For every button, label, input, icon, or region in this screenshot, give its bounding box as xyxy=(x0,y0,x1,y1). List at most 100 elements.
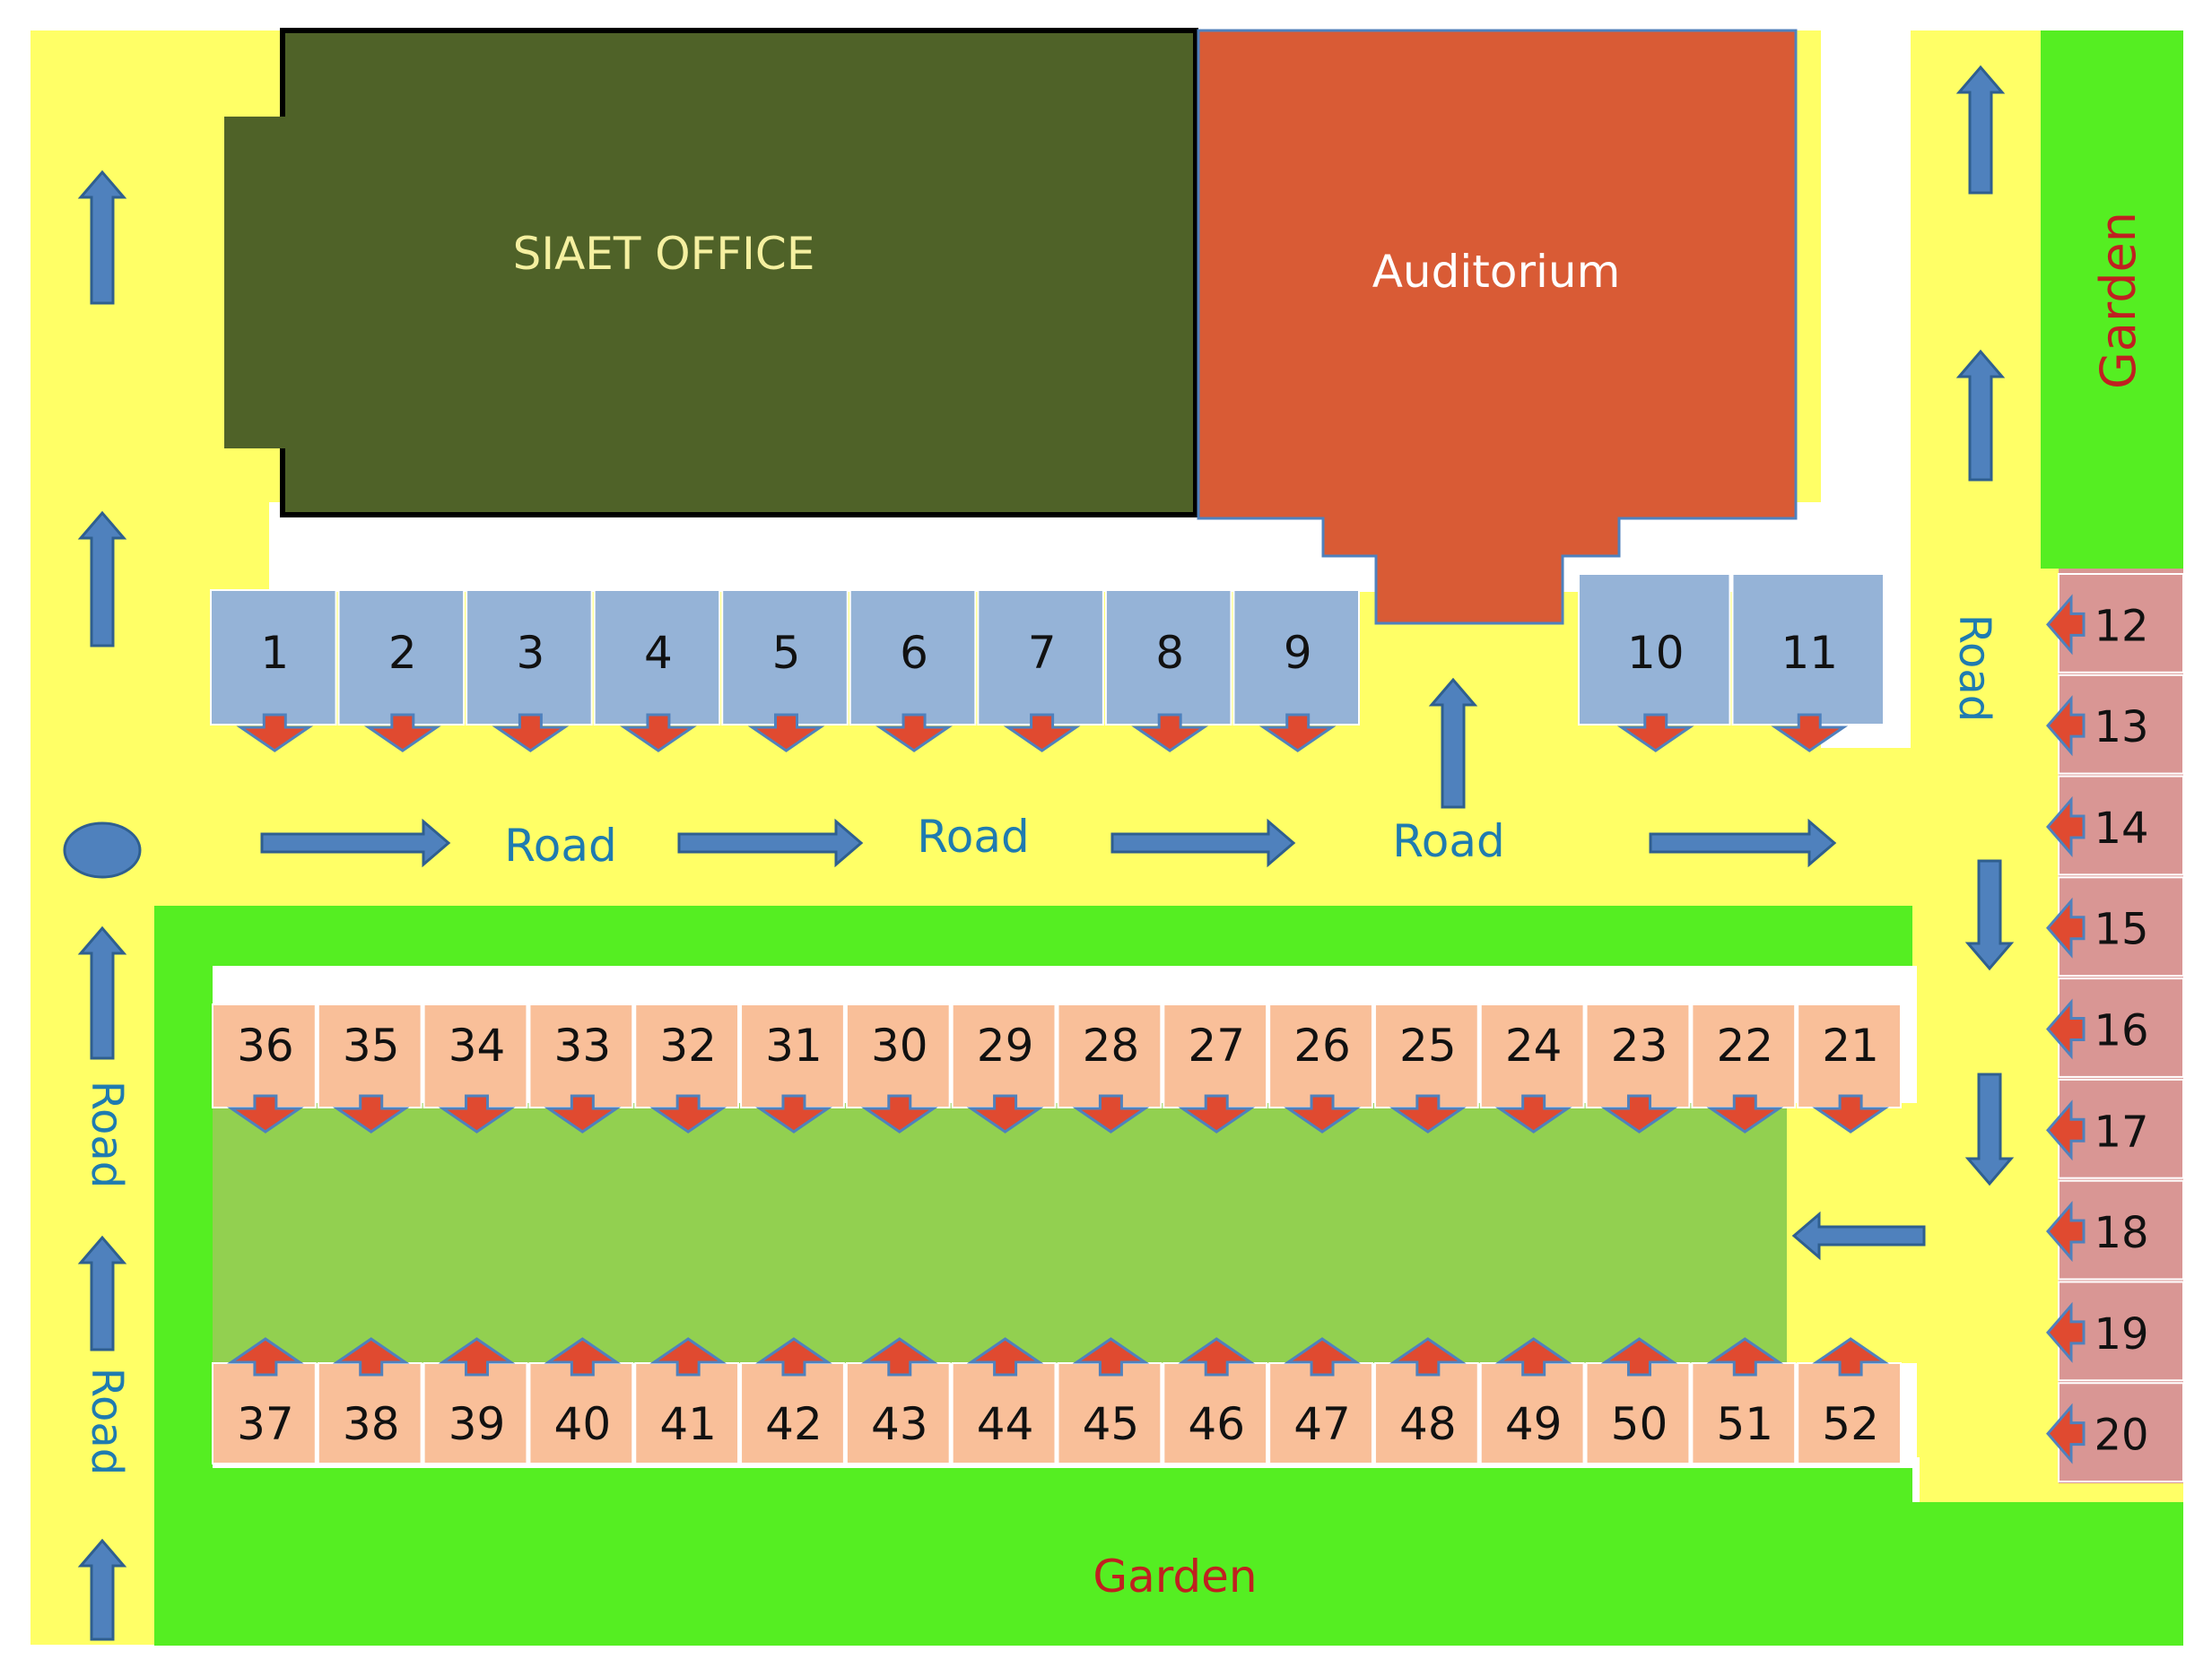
top-right-stall-10[interactable] xyxy=(1578,573,1731,726)
garden-label-right: Garden xyxy=(2090,212,2147,389)
stall-number: 35 xyxy=(343,1020,400,1072)
top-stall-9[interactable] xyxy=(1232,589,1361,726)
stall-number: 12 xyxy=(2094,601,2148,651)
stall-entrance-arrow-icon xyxy=(2046,795,2086,857)
stall-number: 50 xyxy=(1611,1398,1668,1450)
road-direction-arrows xyxy=(77,65,2015,1641)
stall-entrance-arrow-icon xyxy=(1616,713,1694,752)
stall-entrance-arrow-icon xyxy=(2046,1403,2086,1464)
stall-entrance-arrow-icon xyxy=(875,713,953,752)
bottom-stall-52[interactable] xyxy=(1797,1362,1902,1464)
middle-stall-36[interactable] xyxy=(212,1004,317,1108)
bottom-stall-37[interactable] xyxy=(212,1362,317,1464)
stall-entrance-arrow-icon xyxy=(755,1337,832,1377)
stall-number: 11 xyxy=(1781,627,1838,679)
stall-entrance-arrow-icon xyxy=(966,1094,1044,1134)
up-arrow-icon xyxy=(77,1235,127,1351)
stall-entrance-arrow-icon xyxy=(227,1094,304,1134)
top-stall-5[interactable] xyxy=(721,589,849,726)
bottom-stall-48[interactable] xyxy=(1373,1362,1479,1464)
stall-number: 21 xyxy=(1822,1020,1879,1072)
stall-number: 46 xyxy=(1188,1398,1245,1450)
top-stall-6[interactable] xyxy=(849,589,977,726)
stall-number: 38 xyxy=(343,1398,400,1450)
stall-entrance-arrow-icon xyxy=(2046,897,2086,959)
stall-entrance-arrow-icon xyxy=(2046,1201,2086,1263)
bottom-stall-40[interactable] xyxy=(528,1362,634,1464)
stall-entrance-arrow-icon xyxy=(1178,1094,1256,1134)
up-arrow-icon xyxy=(1428,677,1478,809)
stall-number: 5 xyxy=(772,627,801,679)
bottom-stall-50[interactable] xyxy=(1585,1362,1691,1464)
auditorium-label: Auditorium xyxy=(1372,246,1621,298)
top-stall-3[interactable] xyxy=(466,589,593,726)
bottom-stall-41[interactable] xyxy=(634,1362,740,1464)
middle-stall-29[interactable] xyxy=(951,1004,1057,1108)
stall-number: 52 xyxy=(1822,1398,1879,1450)
garden-right xyxy=(2041,30,2183,569)
top-stall-8[interactable] xyxy=(1104,589,1232,726)
stall-entrance-arrow-icon xyxy=(1600,1337,1678,1377)
stall-entrance-arrow-icon xyxy=(1178,1337,1256,1377)
stall-number: 25 xyxy=(1399,1020,1457,1072)
stall-entrance-arrow-icon xyxy=(227,1337,304,1377)
stall-entrance-arrow-icon xyxy=(1284,1094,1361,1134)
top-right-stall-11[interactable] xyxy=(1731,573,1885,726)
stall-entrance-arrow-icon xyxy=(649,1094,727,1134)
stall-number: 24 xyxy=(1505,1020,1563,1072)
stall-number: 39 xyxy=(448,1398,506,1450)
stall-entrance-arrow-icon xyxy=(1389,1337,1467,1377)
stall-number: 43 xyxy=(871,1398,928,1450)
stall-entrance-arrow-icon xyxy=(2046,594,2086,656)
bottom-stall-43[interactable] xyxy=(845,1362,951,1464)
bottom-stall-42[interactable] xyxy=(740,1362,845,1464)
middle-stall-30[interactable] xyxy=(845,1004,951,1108)
inner-lawn xyxy=(213,1103,1787,1363)
stall-number: 36 xyxy=(237,1020,294,1072)
middle-stall-22[interactable] xyxy=(1691,1004,1797,1108)
bottom-stall-39[interactable] xyxy=(422,1362,528,1464)
stall-number: 42 xyxy=(765,1398,823,1450)
road-label-1: Road xyxy=(504,820,616,872)
stall-number: 10 xyxy=(1627,627,1685,679)
bottom-stall-47[interactable] xyxy=(1268,1362,1373,1464)
stall-number: 37 xyxy=(237,1398,294,1450)
garden-bottom-strip xyxy=(154,1502,2183,1646)
middle-stall-27[interactable] xyxy=(1163,1004,1268,1108)
right-arrow-icon xyxy=(260,818,451,868)
stall-entrance-arrow-icon xyxy=(1072,1094,1150,1134)
stall-entrance-arrow-icon xyxy=(1494,1094,1572,1134)
stall-entrance-arrow-icon xyxy=(1706,1094,1784,1134)
stall-number: 26 xyxy=(1293,1020,1351,1072)
top-right-stall-row: 10 11 xyxy=(1578,573,1885,752)
bottom-stall-51[interactable] xyxy=(1691,1362,1797,1464)
middle-stall-21[interactable] xyxy=(1797,1004,1902,1108)
stall-number: 40 xyxy=(554,1398,612,1450)
middle-stall-31[interactable] xyxy=(740,1004,845,1108)
stall-number: 27 xyxy=(1188,1020,1245,1072)
stall-number: 6 xyxy=(900,627,928,679)
siaet-office-annex xyxy=(224,117,287,448)
stall-entrance-arrow-icon xyxy=(1812,1094,1889,1134)
stall-number: 2 xyxy=(388,627,417,679)
bottom-stall-45[interactable] xyxy=(1057,1362,1163,1464)
middle-stall-28[interactable] xyxy=(1057,1004,1163,1108)
stall-number: 9 xyxy=(1284,627,1312,679)
top-stall-1[interactable] xyxy=(210,589,337,726)
stall-entrance-arrow-icon xyxy=(1003,713,1081,752)
stall-entrance-arrow-icon xyxy=(363,713,441,752)
stall-number: 33 xyxy=(554,1020,612,1072)
middle-stall-26[interactable] xyxy=(1268,1004,1373,1108)
stall-entrance-arrow-icon xyxy=(438,1337,516,1377)
bottom-stall-44[interactable] xyxy=(951,1362,1057,1464)
middle-stall-23[interactable] xyxy=(1585,1004,1691,1108)
bottom-stall-46[interactable] xyxy=(1163,1362,1268,1464)
stall-number: 17 xyxy=(2094,1107,2148,1157)
up-arrow-icon xyxy=(77,169,127,305)
top-stall-4[interactable] xyxy=(593,589,721,726)
top-stall-7[interactable] xyxy=(977,589,1104,726)
stall-entrance-arrow-icon xyxy=(1072,1337,1150,1377)
road-label-right: Road xyxy=(1949,614,1999,722)
stall-number: 16 xyxy=(2094,1006,2148,1056)
